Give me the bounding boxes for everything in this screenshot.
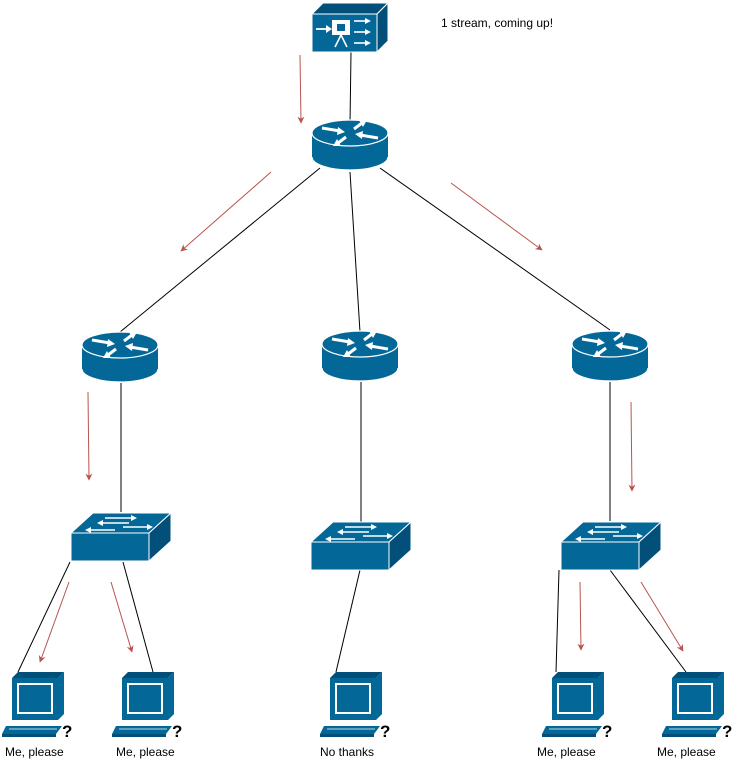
workstation-icon <box>661 671 733 742</box>
host-label: Me, please <box>116 745 175 759</box>
switch-icon <box>310 521 412 571</box>
router-icon <box>80 330 160 384</box>
flow-arrow-source <box>297 54 305 124</box>
link-core-left <box>119 167 321 333</box>
router-icon <box>570 329 650 383</box>
flow-arrow-host1 <box>38 581 70 663</box>
video-server-icon <box>310 1 390 54</box>
host-label: Me, please <box>5 745 64 759</box>
network-links <box>17 51 687 673</box>
flow-arrow-host4 <box>577 581 585 651</box>
workstation-icon <box>1 671 73 742</box>
flow-arrow-core-left <box>180 171 272 252</box>
annotation-text: 1 stream, coming up! <box>441 16 553 30</box>
link-left-switch-host2 <box>122 561 154 673</box>
link-left-switch-host1 <box>17 561 71 673</box>
workstation-icon <box>319 671 391 742</box>
router-icon <box>310 118 390 172</box>
flow-arrow-right-router <box>628 401 636 492</box>
workstation-icon <box>541 671 613 742</box>
switch-icon <box>70 512 172 562</box>
link-core-middle <box>349 171 361 333</box>
workstation-icon <box>111 671 183 742</box>
link-source-core <box>349 51 352 126</box>
host-label: Me, please <box>657 745 716 759</box>
flow-arrow-core-right <box>450 182 543 251</box>
stream-flow-arrows <box>38 54 684 663</box>
link-right-switch-host4 <box>555 569 560 673</box>
flow-arrow-left-router <box>85 391 93 481</box>
flow-arrow-host5 <box>640 581 684 652</box>
link-middle-switch-host3 <box>335 569 361 673</box>
link-right-switch-host5 <box>609 569 687 673</box>
switch-icon <box>560 521 662 571</box>
router-icon <box>320 329 400 383</box>
flow-arrow-host2 <box>110 581 134 653</box>
host-label: No thanks <box>320 745 374 759</box>
host-label: Me, please <box>537 745 596 759</box>
link-core-right <box>379 167 611 331</box>
